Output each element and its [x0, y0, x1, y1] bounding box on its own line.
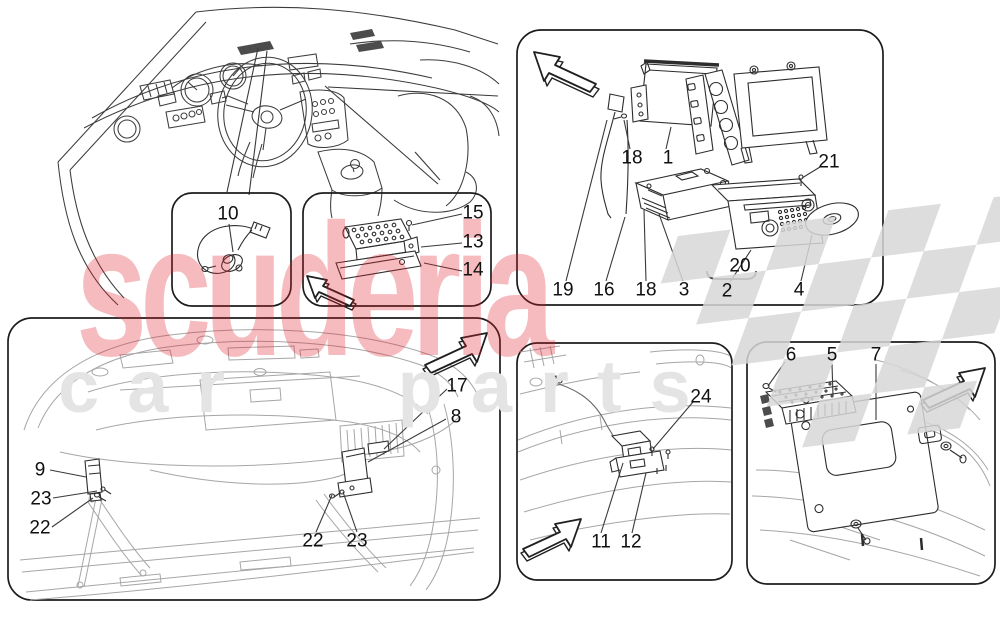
direction-arrow-ne-small	[520, 518, 582, 562]
part-label-14[interactable]: 14	[462, 259, 484, 281]
part-label-12[interactable]: 12	[620, 531, 642, 553]
direction-arrow-nw-large	[533, 51, 600, 98]
part-label-9[interactable]: 9	[34, 459, 46, 481]
part-label-4[interactable]: 4	[793, 279, 805, 301]
part-label-5[interactable]: 5	[826, 344, 838, 366]
part-label-10[interactable]: 10	[217, 203, 239, 225]
part-label-21[interactable]: 21	[818, 151, 840, 173]
part-label-19[interactable]: 19	[552, 279, 574, 301]
part-label-23-mid[interactable]: 23	[346, 530, 368, 552]
direction-arrow-nw	[306, 275, 357, 311]
part-label-20[interactable]: 20	[729, 255, 751, 277]
part-label-18-bottom[interactable]: 18	[635, 279, 657, 301]
rear-bumper-drawing	[517, 345, 732, 541]
part-label-18-top[interactable]: 18	[621, 147, 643, 169]
control-unit-drawing	[335, 213, 463, 280]
box-rear-bumper	[516, 342, 733, 581]
trunk-lid-drawing	[19, 329, 481, 601]
part-label-22-mid[interactable]: 22	[302, 530, 324, 552]
part-label-2[interactable]: 2	[721, 280, 733, 302]
part-label-3[interactable]: 3	[678, 279, 690, 301]
part-label-8[interactable]: 8	[450, 406, 462, 428]
part-label-16[interactable]: 16	[593, 279, 615, 301]
part-label-15[interactable]: 15	[462, 202, 484, 224]
part-label-24[interactable]: 24	[690, 386, 712, 408]
box-trunk-lid	[7, 317, 501, 601]
part-label-23-left[interactable]: 23	[30, 488, 52, 510]
mic-sensor-drawing	[197, 221, 271, 274]
part-label-22-left[interactable]: 22	[29, 517, 51, 539]
part-label-1[interactable]: 1	[662, 147, 674, 169]
box-control-unit	[302, 192, 492, 307]
box-mic-sensor	[171, 192, 292, 307]
part-label-17[interactable]: 17	[446, 375, 468, 397]
part-label-11[interactable]: 11	[591, 531, 611, 553]
direction-arrow-ne	[422, 332, 488, 378]
part-label-13[interactable]: 13	[462, 231, 484, 253]
dashboard-illustration	[57, 6, 500, 306]
part-label-7[interactable]: 7	[870, 344, 882, 366]
part-label-6[interactable]: 6	[785, 344, 797, 366]
